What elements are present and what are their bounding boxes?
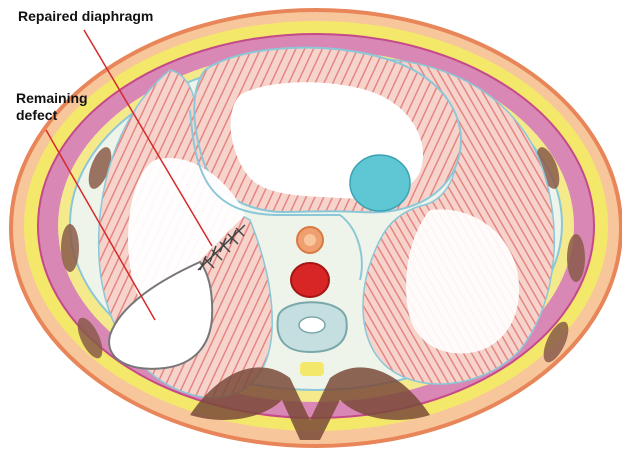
- spinal-canal: [300, 362, 324, 376]
- label-remaining-defect: Remaining defect: [16, 90, 88, 124]
- label-remaining-line2: defect: [16, 107, 88, 124]
- ventricle: [350, 155, 410, 211]
- label-remaining-line1: Remaining: [16, 90, 88, 107]
- aorta: [291, 263, 329, 297]
- label-repaired-diaphragm: Repaired diaphragm: [18, 8, 153, 25]
